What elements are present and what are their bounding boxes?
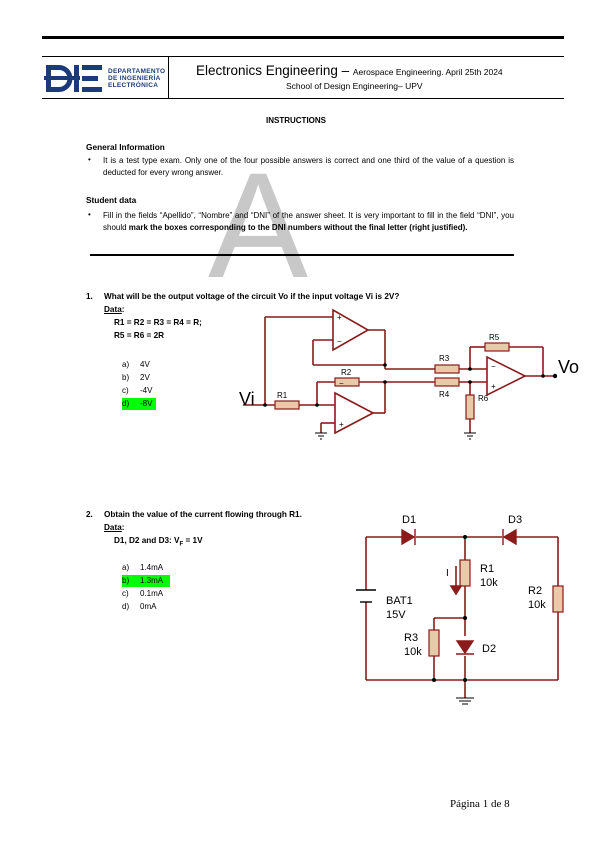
q1-number: 1. (86, 292, 93, 301)
resistor-r2 (334, 377, 360, 387)
resistor-r2 (552, 585, 564, 613)
resistor-r5 (484, 342, 510, 352)
bullet-icon: • (88, 210, 91, 219)
current-arrow-icon (449, 566, 463, 596)
q1-text: What will be the output voltage of the c… (104, 292, 400, 301)
svg-text:+: + (339, 420, 344, 429)
diode-d2 (455, 640, 475, 655)
bullet-icon: • (88, 155, 91, 164)
r1-label: R1 (480, 563, 494, 575)
r1-label: R1 (277, 391, 288, 400)
svg-text:−: − (337, 337, 342, 346)
student-data-heading: Student data (86, 195, 137, 205)
r3-label: R3 (439, 354, 450, 363)
student-data-text: Fill in the fields “Apellido”, “Nombre” … (103, 211, 514, 232)
r5-label: R5 (489, 333, 500, 342)
q1-option-c: c)-4V (122, 386, 153, 395)
vi-label: Vi (239, 389, 255, 409)
r2-value: 10k (528, 599, 546, 611)
opamp-bottom (334, 391, 375, 435)
q2-circuit-diagram: D1 D3 I R1 10k R2 10k BAT1 15V R3 10k D2 (356, 514, 564, 705)
q1-data-line1: R1 = R2 = R3 = R4 = R; (114, 318, 202, 327)
header-bottom-rule (42, 98, 564, 99)
resistor-r3 (428, 629, 440, 657)
resistor-r1 (274, 400, 300, 410)
header-divider (168, 57, 169, 98)
resistor-r3 (434, 364, 460, 374)
q2-option-c: c)0.1mA (122, 589, 164, 598)
watermark-letter: A (208, 141, 309, 309)
r1-value: 10k (480, 577, 498, 589)
r3-label: R3 (404, 632, 418, 644)
current-label: I (446, 568, 449, 579)
q1-option-a: a)4V (122, 360, 150, 369)
q1-data-line2: R5 = R6 = 2R (114, 331, 165, 340)
q2-number: 2. (86, 510, 93, 519)
r6-label: R6 (478, 394, 489, 403)
vo-label: Vo (558, 357, 579, 377)
r2-label: R2 (341, 368, 352, 377)
diode-d3 (502, 528, 517, 546)
svg-text:+: + (337, 313, 342, 322)
resistor-r4 (434, 377, 460, 387)
opamp-top (332, 308, 370, 352)
q2-data-line: D1, D2 and D3: VF = 1V (114, 536, 203, 548)
general-info-heading: General Information (86, 142, 165, 152)
d2-label: D2 (482, 643, 496, 655)
battery-value: 15V (386, 609, 406, 621)
q1-option-d-correct: d)-8V (122, 398, 156, 410)
page-footer: Página 1 de 8 (450, 798, 510, 810)
header-rule (42, 56, 564, 57)
resistor-r6 (465, 394, 475, 420)
r2-label: R2 (528, 585, 542, 597)
q1-data-label: Data: (104, 305, 125, 314)
section-rule (90, 254, 514, 256)
header-title: Electronics Engineering – Aerospace Engi… (196, 63, 503, 78)
q1-circuit-diagram: + − − + − + Vi Vo R1 R2 R3 R4 R5 R6 (239, 308, 579, 440)
q2-option-b-correct: b)1.3mA (122, 575, 170, 587)
svg-text:−: − (491, 362, 496, 371)
svg-text:−: − (339, 379, 344, 388)
d1-label: D1 (402, 514, 416, 526)
r4-label: R4 (439, 390, 450, 399)
svg-text:+: + (491, 382, 496, 391)
general-info-text: It is a test type exam. Only one of the … (103, 156, 514, 177)
q2-text: Obtain the value of the current flowing … (104, 510, 302, 519)
q2-option-d: d)0mA (122, 602, 157, 611)
q2-data-label: Data: (104, 523, 125, 532)
diode-d1 (401, 528, 416, 546)
top-rule (42, 36, 564, 39)
logo-text: DEPARTAMENTO DE INGENIERÍA ELECTRÓNICA (108, 68, 166, 89)
d3-label: D3 (508, 514, 522, 526)
opamp-output (486, 355, 527, 397)
resistor-r1 (459, 559, 471, 587)
q1-option-b: b)2V (122, 373, 150, 382)
header-subtitle: School of Design Engineering– UPV (286, 81, 423, 91)
die-logo (44, 65, 102, 92)
q2-option-a: a)1.4mA (122, 563, 164, 572)
battery-label: BAT1 (386, 595, 413, 607)
instructions-title: INSTRUCTIONS (266, 116, 326, 125)
r3-value: 10k (404, 646, 422, 658)
